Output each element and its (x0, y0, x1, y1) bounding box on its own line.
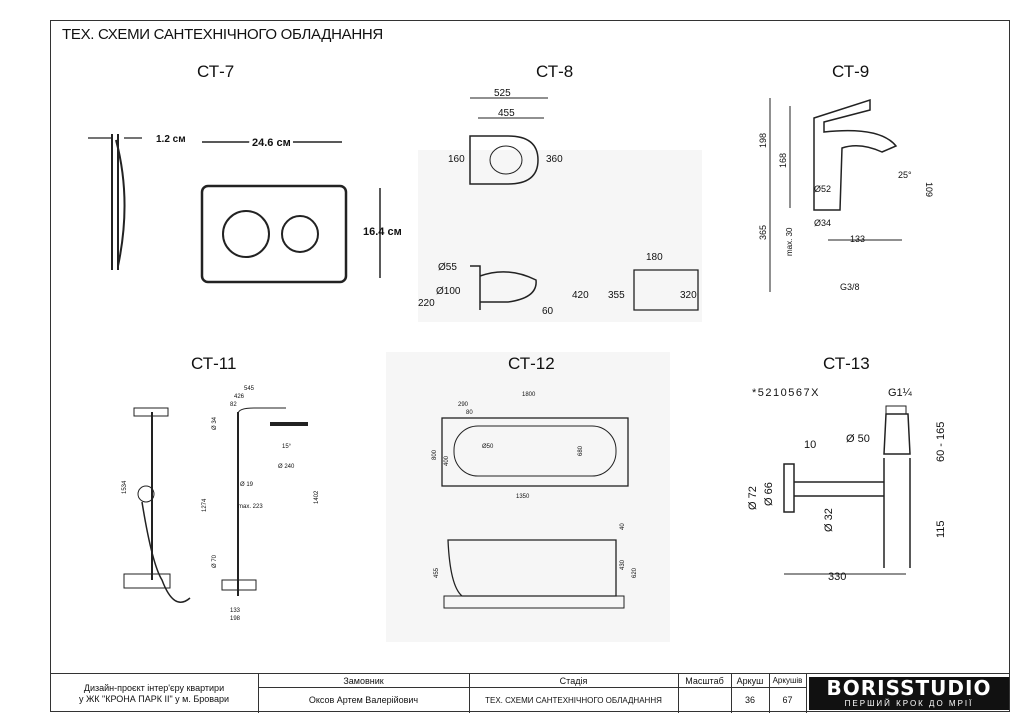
dim-ct9-133: 133 (850, 234, 865, 244)
dim-ct8-455: 455 (498, 108, 515, 119)
dim-ct12-680: 680 (578, 445, 584, 456)
dim-ct11-d34: Ø 34 (212, 416, 218, 430)
dim-ct9-198: 198 (758, 133, 768, 148)
dim-ct11-d70: Ø 70 (212, 554, 218, 568)
drawing-ct12: 1800 290 80 Ø50 800 400 680 1350 455 40 … (432, 392, 638, 609)
dim-ct12-290: 290 (458, 402, 469, 408)
label-ct11: СТ-11 (191, 354, 237, 373)
scale-value (678, 687, 731, 713)
drawing-ct11: 1534 545 426 82 Ø 34 Ø 19 15° Ø 240 1274… (122, 386, 320, 622)
dim-ct8-355: 355 (608, 290, 625, 301)
dim-ct11-82: 82 (230, 402, 237, 408)
dim-ct13-d66: Ø 66 (763, 482, 775, 506)
drawing-ct13: *5210567X G1¼ Ø 50 60 - 165 10 Ø 72 Ø 66… (747, 387, 947, 583)
dim-ct9-g38: G3/8 (840, 282, 860, 292)
drawing-ct7: 1.2 см 24.6 см 24.6 см 16.4 см (88, 134, 402, 284)
scale-header: Масштаб (685, 675, 724, 686)
dim-ct8-d100: Ø100 (436, 286, 461, 297)
dim-ct11-426: 426 (234, 394, 245, 400)
dim-ct13-d50: Ø 50 (846, 433, 870, 445)
drawing-ct8: 525 455 160 360 Ø55 Ø100 220 420 60 180 … (418, 88, 699, 317)
dim-ct12-40: 40 (620, 523, 626, 530)
ct8-background (418, 150, 702, 322)
dim-ct13-d72: Ø 72 (747, 486, 759, 510)
dim-ct7-thickness: 1.2 см (156, 134, 186, 145)
dim-ct12-1350: 1350 (516, 494, 530, 500)
title-block: Дизайн-проєкт інтер'єру квартири у ЖК "К… (50, 673, 1010, 713)
dim-ct13-d32: Ø 32 (823, 508, 835, 532)
stage-header: Стадія (559, 675, 588, 686)
dim-ct12-d50: Ø50 (482, 444, 494, 450)
svg-text:24.6 см: 24.6 см (252, 137, 291, 149)
dim-ct12-400: 400 (444, 455, 450, 466)
stage-value: ТЕХ. СХЕМИ САНТЕХНІЧНОГО ОБЛАДНАННЯ (485, 695, 662, 705)
client-name: Оксов Артем Валерійович (308, 695, 419, 705)
ct13-code: *5210567X (752, 387, 820, 399)
dim-ct7-height: 16.4 см (363, 226, 402, 238)
dim-ct9-d34: Ø34 (814, 218, 831, 228)
dim-ct9-max30: max. 30 (785, 227, 794, 256)
dim-ct12-620: 620 (632, 567, 638, 578)
dim-ct9-168: 168 (778, 153, 788, 168)
dim-ct11-d19: Ø 19 (240, 482, 254, 488)
drawing-ct9: 198 168 25° 109 Ø52 Ø34 max. 30 133 365 … (758, 98, 934, 292)
sheet-title: ТЕХ. СХЕМИ САНТЕХНІЧНОГО ОБЛАДНАННЯ (62, 26, 383, 43)
dim-ct12-80: 80 (466, 410, 473, 416)
dim-ct11-545: 545 (244, 386, 255, 392)
dim-ct12-455: 455 (434, 567, 440, 578)
label-ct8: СТ-8 (536, 62, 574, 81)
ct12-background (386, 352, 670, 642)
dim-ct8-320: 320 (680, 290, 697, 301)
dim-ct9-365: 365 (758, 225, 768, 240)
label-ct12: СТ-12 (508, 354, 555, 373)
dim-ct11-max223: max. 223 (238, 504, 263, 510)
dim-ct8-220: 220 (418, 298, 435, 309)
studio-tagline: ПЕРШИЙ КРОК ДО МРІЇ (844, 699, 974, 708)
studio-logo: BORISSTUDIO ПЕРШИЙ КРОК ДО МРІЇ (809, 677, 1009, 710)
dim-ct11-133: 133 (230, 608, 241, 614)
dim-ct12-430: 430 (620, 559, 626, 570)
dim-ct8-160: 160 (448, 154, 465, 165)
dim-ct8-525: 525 (494, 88, 511, 99)
label-ct7: СТ-7 (197, 62, 235, 81)
dim-ct9-25: 25° (898, 170, 912, 180)
dim-ct8-60: 60 (542, 306, 554, 317)
dim-ct9-109: 109 (924, 182, 934, 197)
dim-ct13-10: 10 (804, 439, 816, 451)
dim-ct11-d240: Ø 240 (278, 464, 295, 470)
dim-ct12-800: 800 (432, 449, 438, 460)
dim-ct11-15: 15° (282, 444, 292, 450)
drawing-frame (50, 20, 1010, 712)
dim-ct11-1534: 1534 (122, 480, 128, 494)
project-name: Дизайн-проєкт інтер'єру квартири у ЖК "К… (78, 682, 230, 704)
dim-ct13-330: 330 (828, 571, 846, 583)
client-header: Замовник (343, 675, 384, 686)
dim-ct9-d52: Ø52 (814, 184, 831, 194)
dim-ct13-60165: 60 - 165 (935, 422, 947, 462)
dim-ct8-d55: Ø55 (438, 262, 457, 273)
label-ct13: СТ-13 (823, 354, 870, 373)
dim-ct11-1274: 1274 (202, 498, 208, 512)
dim-ct8-360: 360 (546, 154, 563, 165)
label-ct9: СТ-9 (832, 62, 870, 81)
dim-ct8-180: 180 (646, 252, 663, 263)
studio-brand: BORISSTUDIO (826, 676, 992, 700)
dim-ct11-198: 198 (230, 616, 241, 622)
dim-ct11-1402: 1402 (314, 490, 320, 504)
dim-ct8-420: 420 (572, 290, 589, 301)
dim-ct13-115: 115 (935, 520, 947, 538)
dim-ct13-g114: G1¼ (888, 387, 913, 399)
dim-ct12-1800: 1800 (522, 392, 536, 398)
sheet-header: Аркуш (736, 675, 764, 686)
sheets-header: Аркушів (772, 676, 803, 685)
dim-ct7-width: 24.6 см (252, 137, 291, 149)
sheets-count: 67 (782, 695, 793, 705)
sheet-number: 36 (744, 695, 755, 705)
